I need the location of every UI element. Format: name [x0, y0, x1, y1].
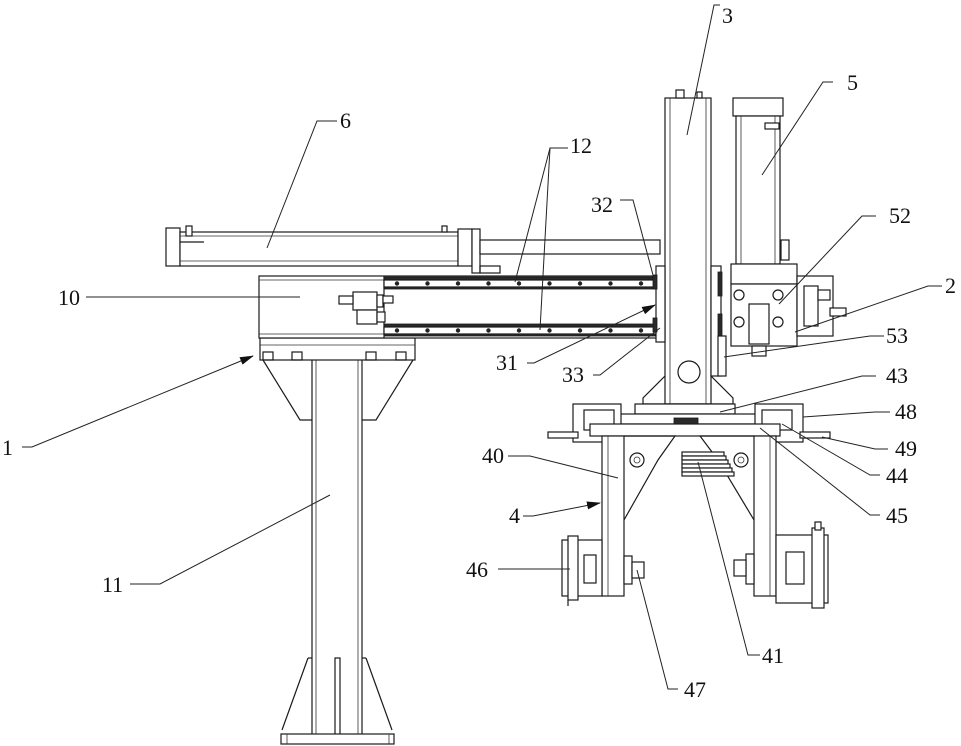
label-31: 31	[496, 350, 518, 375]
label-1: 1	[2, 435, 13, 460]
rail-bolt	[455, 328, 461, 333]
rail-bolt	[577, 328, 583, 333]
label-43: 43	[886, 363, 908, 388]
stack-plate	[681, 463, 731, 469]
label-4: 4	[509, 503, 520, 528]
rail-bolt	[486, 281, 491, 286]
rail-bolt	[455, 281, 461, 286]
rail-bolt	[516, 328, 522, 333]
rail-bolt	[425, 328, 430, 333]
reference-labels: 1 11 10 6 12 32 31 33 3 5 52 2 53 43 48 …	[2, 3, 956, 702]
label-47: 47	[684, 677, 706, 702]
label-48: 48	[895, 399, 917, 424]
rail-bolt	[608, 281, 613, 286]
label-45: 45	[886, 503, 908, 528]
rail-bolt	[425, 281, 430, 286]
label-44: 44	[886, 463, 908, 488]
rail-bolts	[394, 281, 644, 333]
label-53: 53	[886, 323, 908, 348]
label-5: 5	[847, 70, 858, 95]
stack-plate	[681, 459, 729, 465]
label-12: 12	[570, 133, 592, 158]
rail-bolt	[394, 281, 400, 286]
label-32: 32	[591, 192, 613, 217]
horizontal-cylinder	[165, 225, 661, 274]
horizontal-arm	[258, 275, 660, 339]
rail-bolt	[486, 328, 491, 333]
center-stack	[681, 451, 735, 477]
label-3: 3	[722, 3, 733, 28]
stack-plate	[681, 451, 725, 457]
label-46: 46	[466, 557, 488, 582]
rail-bolt	[547, 281, 552, 286]
stack-plate	[681, 455, 727, 461]
label-33: 33	[562, 362, 584, 387]
label-52: 52	[889, 203, 911, 228]
label-6: 6	[340, 108, 351, 133]
label-40: 40	[482, 443, 504, 468]
rail-bolt	[638, 328, 644, 333]
vertical-cylinder	[730, 97, 847, 357]
label-2: 2	[945, 273, 956, 298]
gripper	[547, 403, 831, 609]
label-41: 41	[762, 643, 784, 668]
mount-plate	[259, 337, 416, 361]
support-column	[262, 355, 414, 745]
label-11: 11	[102, 572, 123, 597]
stack-plate	[681, 467, 733, 473]
rail-bolt	[516, 281, 522, 286]
rail-bolt	[547, 328, 552, 333]
stack-plate	[681, 471, 735, 477]
rail-bolt	[577, 281, 583, 286]
vertical-slide	[642, 89, 734, 405]
rail-bolt	[638, 281, 644, 286]
rail-bolt	[608, 328, 613, 333]
leader-lines	[22, 4, 942, 690]
rail-bolt	[394, 328, 400, 333]
label-49: 49	[895, 436, 917, 461]
label-10: 10	[58, 285, 80, 310]
